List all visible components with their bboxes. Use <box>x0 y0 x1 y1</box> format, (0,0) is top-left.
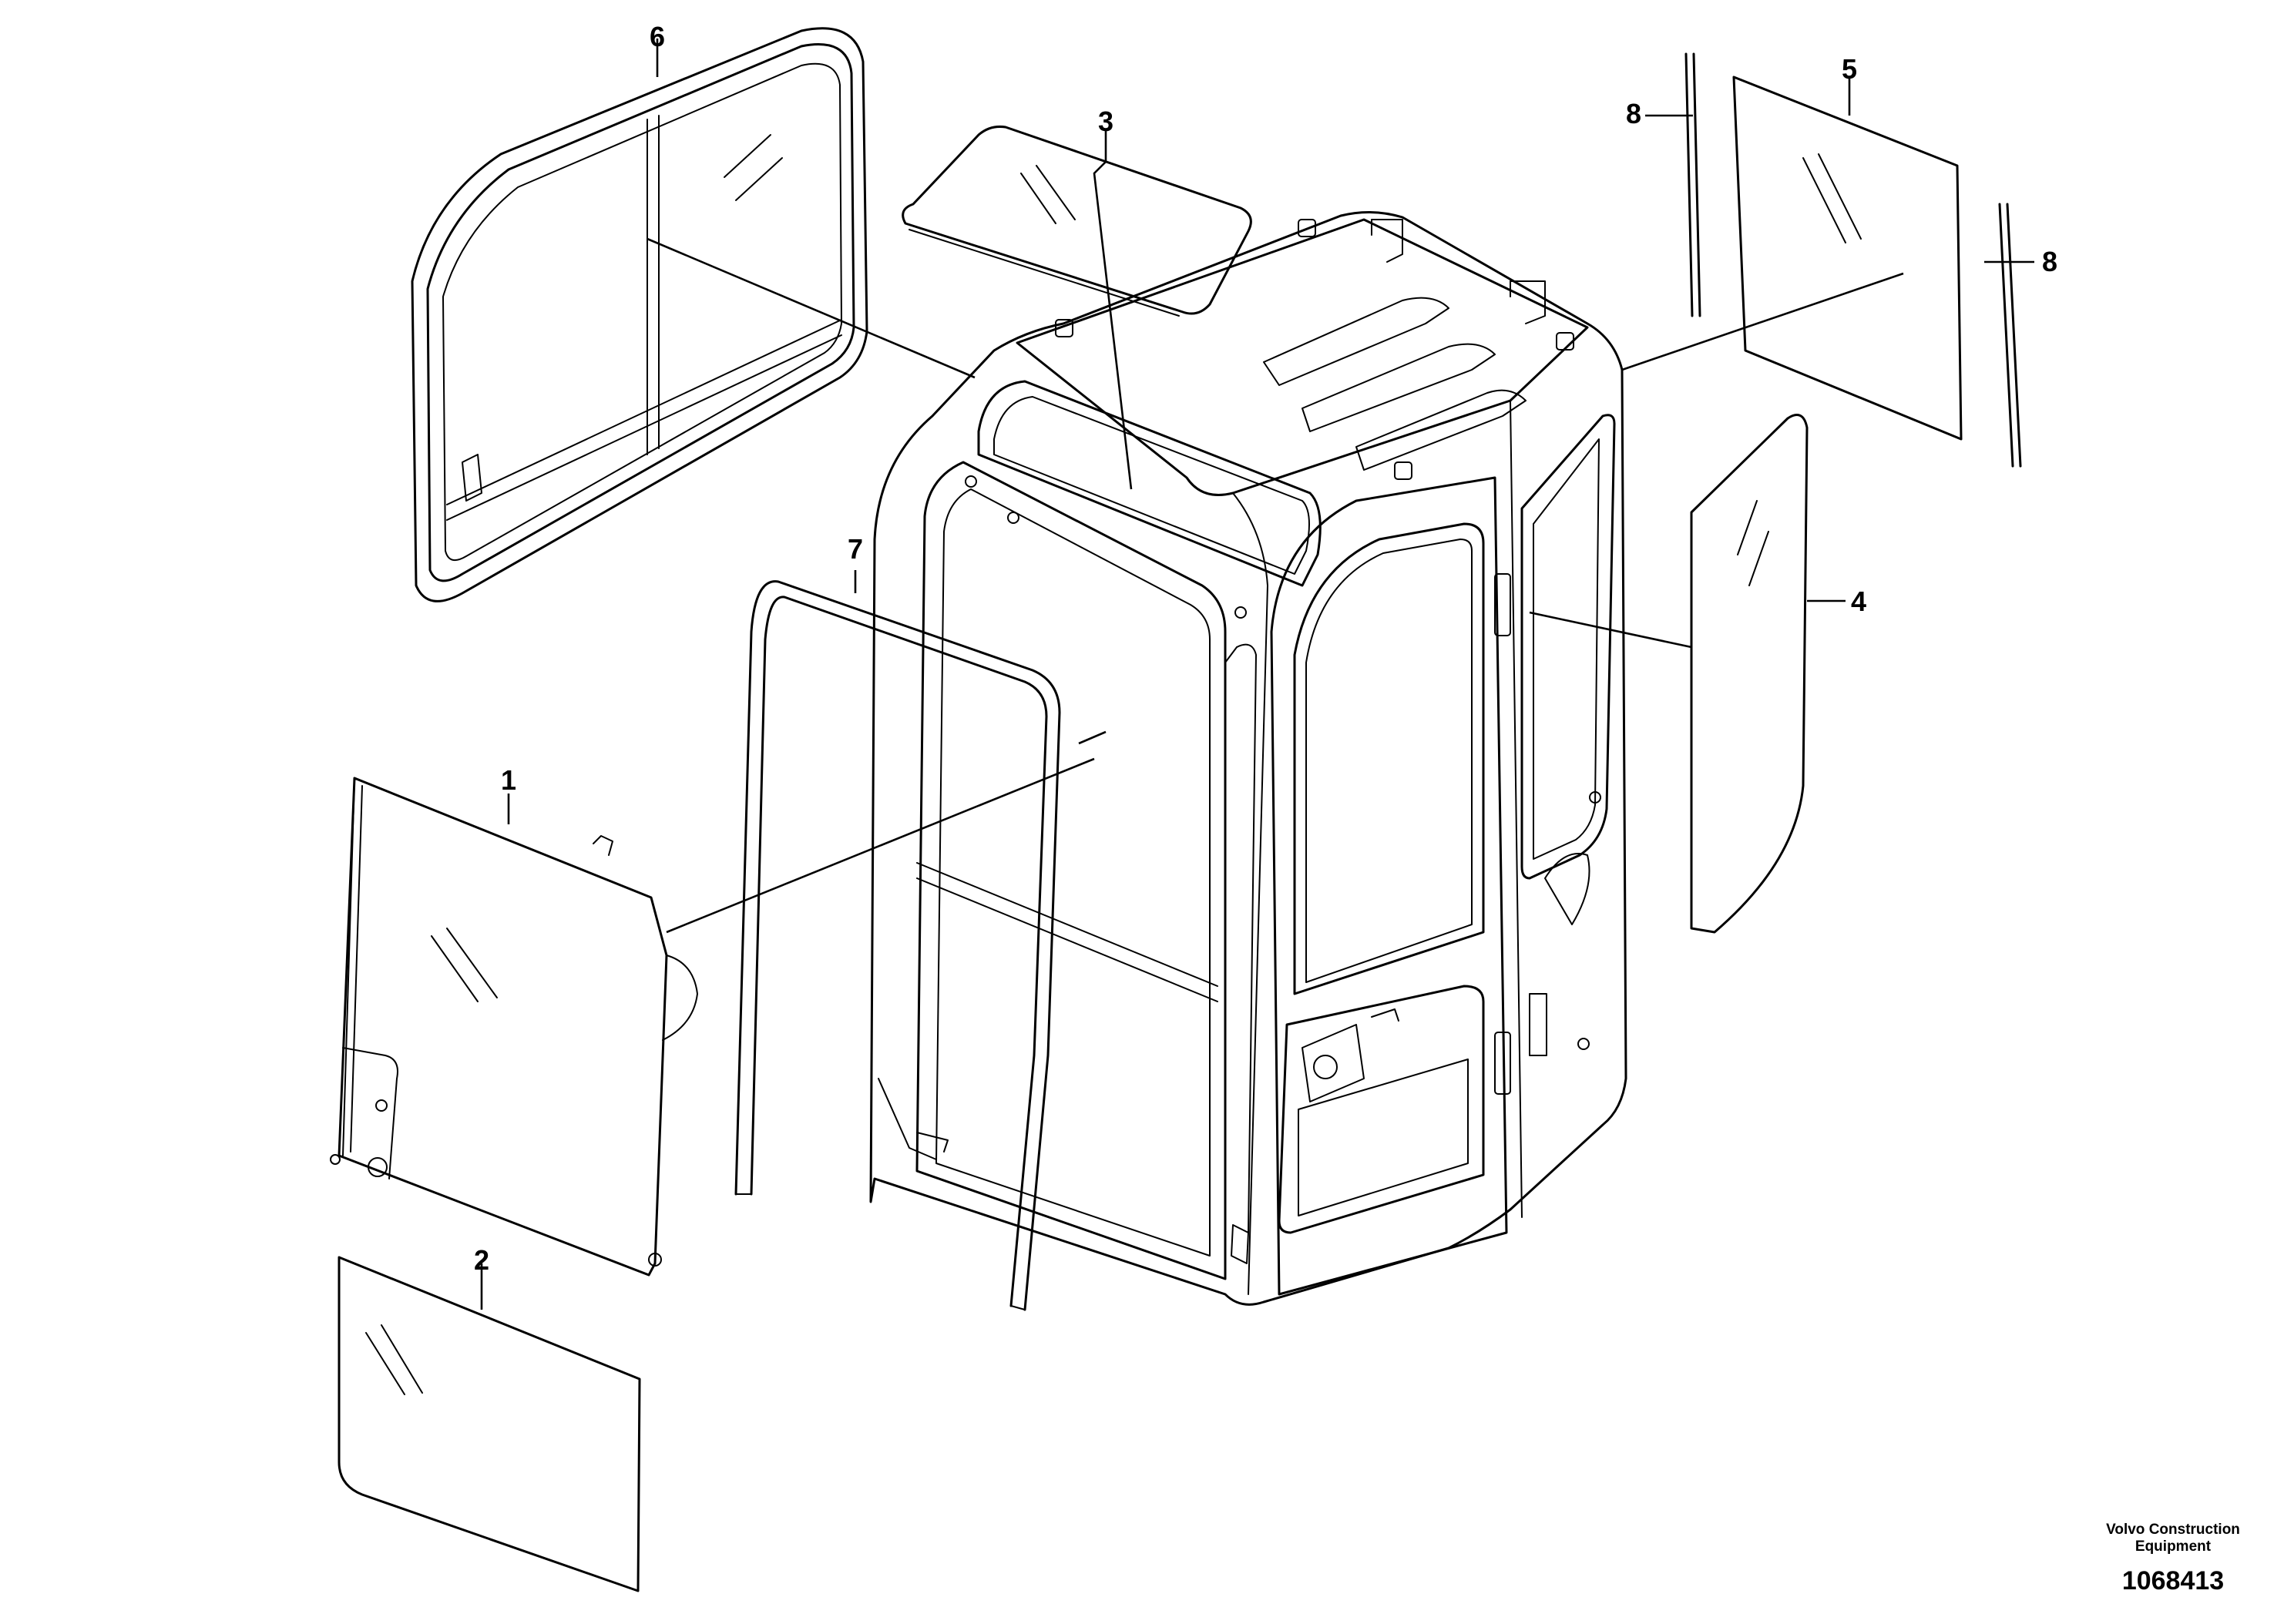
part-6-side-window-frame <box>411 27 868 602</box>
callout-8-right: 8 <box>2042 246 2057 277</box>
cab-body <box>869 211 1627 1306</box>
callout-labels: 6 3 8 5 8 4 7 1 2 <box>474 21 2057 1276</box>
part-7-door-seal <box>734 580 1061 1311</box>
callout-8-left: 8 <box>1626 98 1641 129</box>
part-1-door-glass <box>330 777 698 1277</box>
part-3-roof-glass <box>902 126 1252 317</box>
manufacturer-line-2: Equipment <box>2134 1538 2212 1555</box>
callout-4: 4 <box>1851 586 1866 617</box>
drawing-number: 1068413 <box>2121 1566 2225 1595</box>
part-4-rear-side-glass <box>1690 414 1809 934</box>
manufacturer-name: Volvo Construction Equipment <box>2073 1522 2273 1555</box>
callout-1: 1 <box>501 764 516 796</box>
manufacturer-line-1: Volvo Construction <box>2106 1522 2240 1538</box>
part-8-seal-strips <box>1684 52 2022 468</box>
callout-6: 6 <box>650 21 665 52</box>
callout-2: 2 <box>474 1244 489 1276</box>
part-5-rear-glass <box>1732 75 1963 441</box>
part-2-lower-glass <box>338 1256 641 1592</box>
callout-5: 5 <box>1842 53 1857 85</box>
callout-3: 3 <box>1098 106 1113 137</box>
leader-lines <box>480 39 2034 1310</box>
callout-7: 7 <box>848 533 863 565</box>
